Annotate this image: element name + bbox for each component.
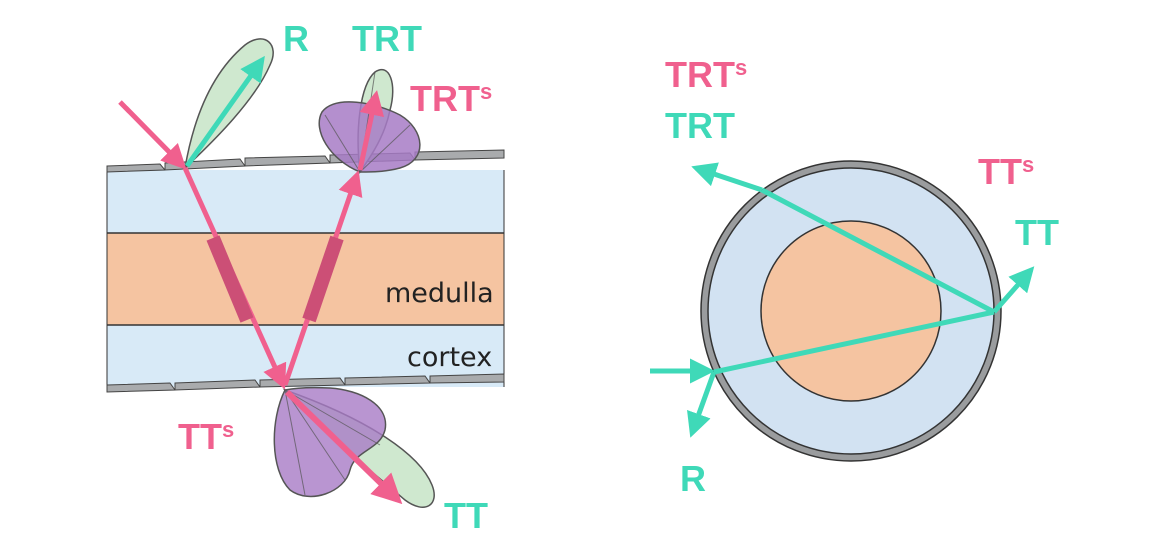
right-label-r: R xyxy=(680,458,706,499)
tt-ray-right xyxy=(992,266,1035,314)
r-ray-right xyxy=(687,371,717,438)
internal-ray-right-2 xyxy=(760,187,996,315)
cuticle-bottom xyxy=(106,373,505,393)
internal-ray-right-1 xyxy=(713,309,995,375)
right-figure: TRTs TRT TTs TT R xyxy=(650,54,1059,499)
cortex-label: cortex xyxy=(407,342,492,373)
medulla-disc xyxy=(760,220,942,402)
right-label-trt: TRT xyxy=(665,105,735,146)
incident-ray xyxy=(118,100,187,170)
left-label-tt: TT xyxy=(444,495,488,536)
tt-ray xyxy=(284,389,403,505)
left-label-trt-s: TRTs xyxy=(410,78,492,119)
trt-s-ray xyxy=(357,90,385,171)
right-label-trt-s: TRTs xyxy=(665,54,747,95)
tt-s-lobe xyxy=(273,386,387,498)
left-label-r: R xyxy=(283,18,309,59)
left-figure: R TRT TRTs TTs TT medulla cortex xyxy=(106,18,505,536)
r-ray xyxy=(184,55,265,168)
medulla-label: medulla xyxy=(385,278,494,309)
cortex-top-band xyxy=(107,170,504,233)
left-label-trt: TRT xyxy=(352,18,422,59)
cuticle-top xyxy=(106,149,505,173)
trt-ray-right xyxy=(691,162,763,193)
right-label-tt-s: TTs xyxy=(978,151,1034,192)
left-label-tt-s: TTs xyxy=(178,416,234,457)
right-label-tt: TT xyxy=(1015,212,1059,253)
